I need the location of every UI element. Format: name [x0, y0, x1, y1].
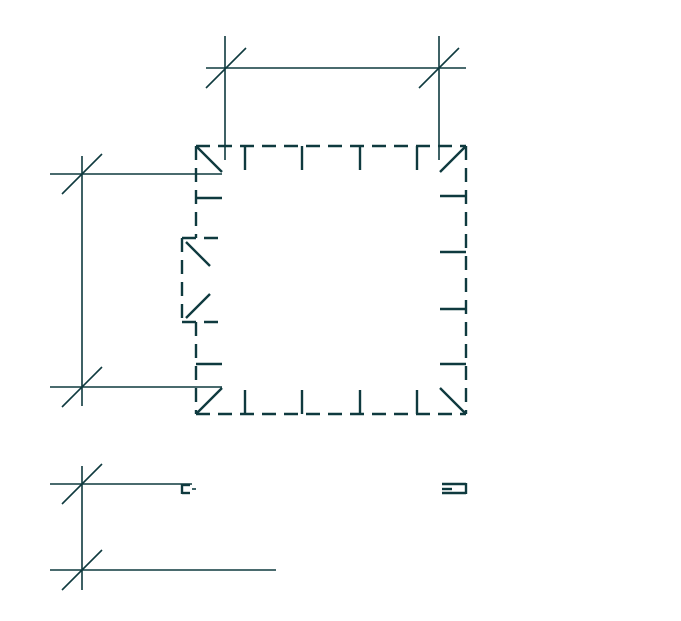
notch-diagonal-bottom [185, 293, 211, 319]
elevation-marker-left [180, 483, 196, 495]
notch-diagonal-top [185, 241, 211, 267]
corner-diagonal-top-left [195, 145, 223, 173]
corner-diagonal-bottom-right [439, 387, 467, 415]
lower-dimension-tick-bottom [61, 549, 103, 591]
top-dimension-tick-left [205, 47, 247, 89]
corner-diagonal-bottom-left [195, 387, 223, 415]
dashed-square [194, 144, 468, 416]
lower-dimension [50, 463, 276, 591]
left-dimension [50, 153, 222, 408]
left-dimension-tick-bottom [61, 366, 103, 408]
left-notch [180, 236, 222, 324]
lower-dimension-tick-top [61, 463, 103, 505]
top-dimension [205, 36, 466, 160]
elevation-marker-right [442, 482, 468, 495]
left-dimension-tick-top [61, 153, 103, 195]
corner-diagonal-top-right [439, 145, 467, 173]
top-dimension-tick-right [418, 47, 460, 89]
